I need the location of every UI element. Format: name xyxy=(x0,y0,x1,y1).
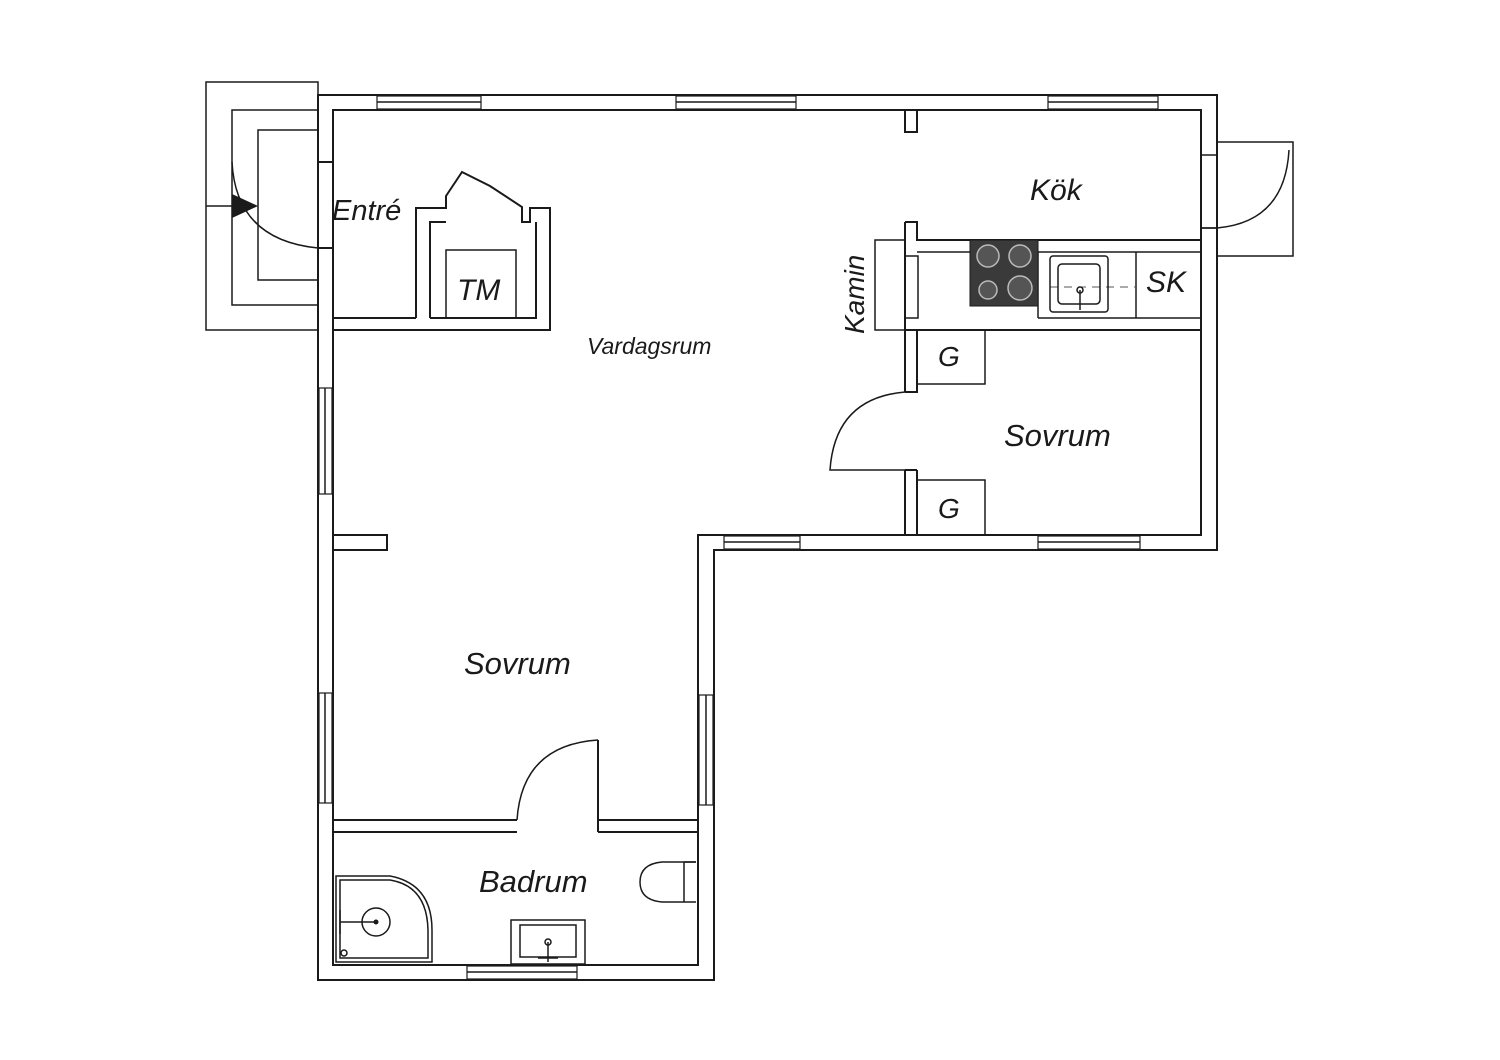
closet-g2 xyxy=(916,479,986,536)
closet-g1 xyxy=(916,329,986,385)
entrance-arrow-icon xyxy=(232,194,258,218)
label-sk: SK xyxy=(1146,266,1188,299)
entrance-porch xyxy=(205,81,319,331)
label-tm: TM xyxy=(457,274,500,307)
inner-wall-outline xyxy=(332,109,1202,966)
label-entre: Entré xyxy=(332,195,401,227)
entre-walls xyxy=(318,161,551,331)
label-vardagsrum: Vardagsrum xyxy=(587,333,711,359)
room-labels: Entré TM Vardagsrum Kök Kamin SK G G Sov… xyxy=(332,174,1188,899)
sink-icon xyxy=(1049,255,1109,313)
shower-icon xyxy=(335,875,433,963)
label-g2: G xyxy=(938,493,960,524)
label-sovrum-left: Sovrum xyxy=(464,646,571,681)
outer-walls xyxy=(317,94,1218,981)
sovrum-right-walls xyxy=(829,329,1201,536)
kitchen xyxy=(874,141,1294,331)
label-kok: Kök xyxy=(1030,174,1084,207)
outer-wall-outline xyxy=(317,94,1218,981)
label-badrum: Badrum xyxy=(479,864,588,899)
toilet-icon xyxy=(639,861,696,903)
windows xyxy=(318,95,1159,980)
label-g1: G xyxy=(938,341,960,372)
label-kamin: Kamin xyxy=(839,255,870,334)
bathroom xyxy=(333,739,698,965)
stove-icon xyxy=(969,239,1039,307)
label-sovrum-right: Sovrum xyxy=(1004,418,1111,453)
bath-sink-icon xyxy=(510,919,586,965)
tm-unit xyxy=(445,249,517,319)
